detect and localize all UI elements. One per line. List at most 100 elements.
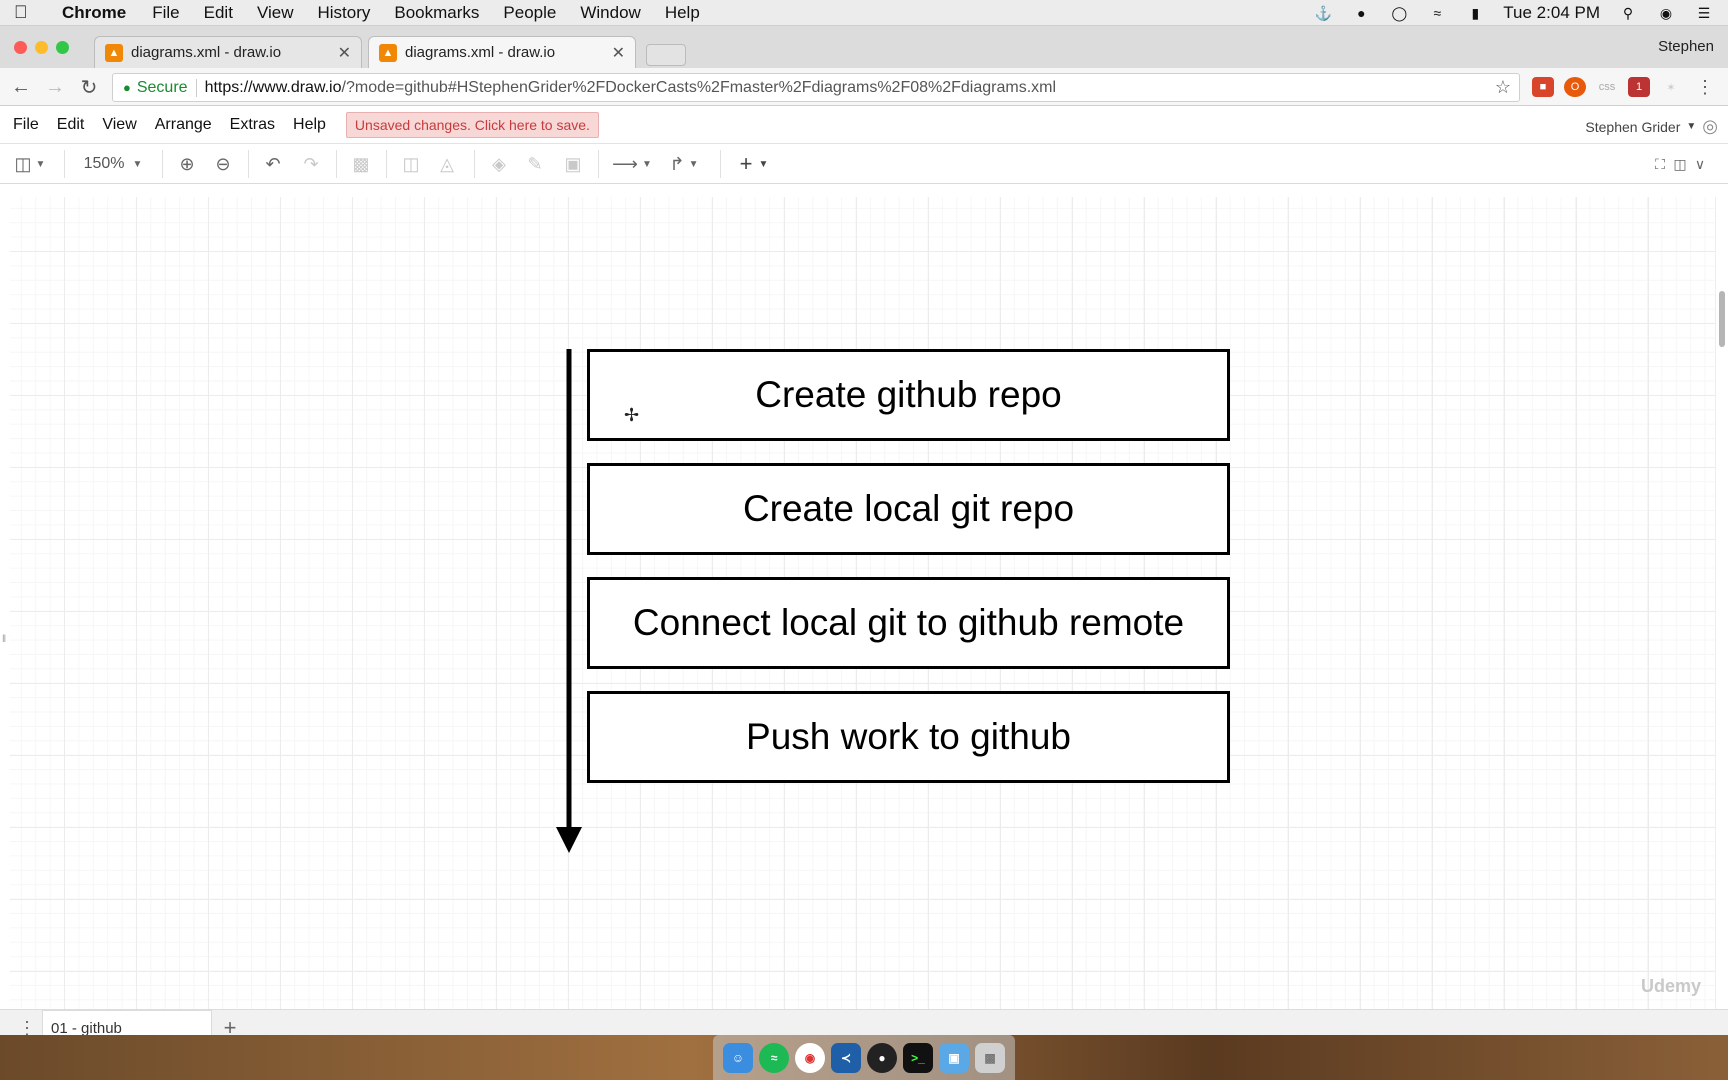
zoom-out-icon[interactable]: ⊖ [215,153,231,174]
chrome-menu-icon[interactable]: ⋮ [1696,76,1714,97]
toolbar-divider [64,150,65,178]
docker-icon[interactable]: ⚓ [1314,4,1333,21]
to-front-icon[interactable]: ◫ [402,153,420,174]
page-tab[interactable]: 01 - github [42,1010,212,1035]
step-box-create-github-repo[interactable]: Create github repo [587,349,1230,441]
spotify-icon[interactable]: ≈ [759,1042,789,1073]
new-tab-button[interactable] [646,44,686,66]
mac-menu-people[interactable]: People [503,2,557,22]
step-box-create-local-git-repo[interactable]: Create local git repo [587,463,1230,555]
format-panel-toggle-icon[interactable]: ◫▼ [14,153,46,174]
ublock-extension-icon[interactable]: 1 [1628,77,1650,97]
siri-icon[interactable]: ◉ [1659,4,1673,21]
zoom-level: 150% [83,155,125,172]
mac-menu-edit[interactable]: Edit [203,2,233,22]
clock[interactable]: Tue 2:04 PM [1503,3,1600,22]
close-tab-icon[interactable]: ✕ [611,44,625,62]
css-extension-icon[interactable]: css [1598,81,1616,93]
terminal-icon[interactable]: >_ [903,1042,933,1073]
globe-icon[interactable]: ◎ [1702,116,1718,136]
feather-extension-icon[interactable]: ✶ [1666,81,1676,94]
opera-extension-icon[interactable]: O [1564,77,1586,97]
fill-color-icon[interactable]: ◈ [492,153,506,174]
back-arrow-icon[interactable]: ← [11,75,31,98]
drawio-menu-help[interactable]: Help [293,115,326,133]
reload-icon[interactable]: ↻ [80,76,98,99]
toolbar-divider [598,150,599,178]
tab-title: diagrams.xml - draw.io [131,44,282,61]
finder-icon[interactable]: ☺ [723,1042,753,1073]
glasses-icon[interactable]: ◯ [1391,4,1408,21]
diagram-canvas[interactable]: Create github repo Create local git repo… [10,197,1715,1009]
obs-icon[interactable]: ● [1357,5,1366,21]
minimize-window-button[interactable] [35,41,48,54]
mac-menu-window[interactable]: Window [580,2,641,22]
unsaved-changes-button[interactable]: Unsaved changes. Click here to save. [345,111,599,138]
to-back-icon[interactable]: ◬ [440,153,454,174]
vertical-scroll-thumb[interactable] [1719,291,1725,347]
insert-plus-icon[interactable]: +▼ [739,151,769,176]
line-color-icon[interactable]: ✎ [527,153,543,174]
waypoints-icon[interactable]: ↱▼ [669,153,699,174]
forward-arrow-icon[interactable]: → [45,75,65,98]
drawio-menubar: File Edit View Arrange Extras Help Unsav… [0,106,1728,144]
drawio-menu-arrange[interactable]: Arrange [154,115,212,133]
extension-icon[interactable]: ■ [1532,77,1554,97]
mac-app-name[interactable]: Chrome [62,2,127,22]
mac-menu-history[interactable]: History [317,2,371,22]
toolbar-divider [720,150,721,178]
mac-menu-view[interactable]: View [256,2,294,22]
mac-menu-bookmarks[interactable]: Bookmarks [394,2,480,22]
chevron-down-icon: ▼ [1686,121,1697,132]
drawio-menu-file[interactable]: File [13,115,39,133]
browser-tab-1[interactable]: ▲ diagrams.xml - draw.io ✕ [94,36,362,68]
drawio-menu-extras[interactable]: Extras [229,115,276,133]
page-tab-label: 01 - github [51,1019,122,1036]
drawio-menu-edit[interactable]: Edit [56,115,85,133]
fullscreen-icon[interactable]: ⛶ [1655,155,1665,172]
url-input[interactable]: ● Secure https://www.draw.io/?mode=githu… [112,73,1520,102]
apple-icon[interactable]:  [14,2,34,23]
browser-window: ▲ diagrams.xml - draw.io ✕ ▲ diagrams.xm… [0,26,1728,1035]
zoom-in-icon[interactable]: ⊕ [179,153,195,174]
bookmark-star-icon[interactable]: ☆ [1494,77,1511,97]
add-page-icon[interactable]: + [223,1015,237,1035]
mac-menu-file[interactable]: File [152,2,180,22]
shadow-icon[interactable]: ▣ [564,153,582,174]
drawio-toolbar: ◫▼ 150%▼ ⊕ ⊖ ↶ ↷ ▩ ◫ ◬ ◈ ✎ ▣ ⟶▼ ↱▼ +▼ ⛶ … [0,144,1728,184]
trash-icon[interactable]: ▩ [975,1042,1005,1073]
step-box-push-work[interactable]: Push work to github [587,691,1230,783]
mac-menu-help[interactable]: Help [664,2,700,22]
battery-icon[interactable]: ▮ [1471,4,1480,21]
browser-tab-2[interactable]: ▲ diagrams.xml - draw.io ✕ [368,36,636,68]
obs-dock-icon[interactable]: ● [867,1042,897,1073]
vscode-icon[interactable]: ≺ [831,1042,861,1073]
user-menu[interactable]: Stephen Grider ▼ ◎ [1585,116,1718,137]
url-path: /?mode=github#HStephenGrider%2FDockerCas… [341,78,1057,96]
drawio-menu-view[interactable]: View [102,115,137,133]
folder-icon[interactable]: ▣ [939,1042,969,1073]
toolbar-divider [474,150,475,178]
spotlight-search-icon[interactable]: ⚲ [1622,4,1634,21]
step-box-connect-remote[interactable]: Connect local git to github remote [587,577,1230,669]
collapse-icon[interactable]: ∨ [1694,155,1706,172]
vertical-scrollbar[interactable] [1715,197,1728,1009]
chrome-icon[interactable]: ◉ [795,1042,825,1073]
format-panel-icon[interactable]: ◫ [1673,155,1687,172]
drawio-favicon-icon: ▲ [105,43,123,62]
zoom-window-button[interactable] [56,41,69,54]
wifi-icon[interactable]: ≈ [1433,5,1442,21]
zoom-dropdown[interactable]: 150%▼ [83,155,143,172]
delete-icon[interactable]: ▩ [352,153,370,174]
pages-menu-icon[interactable]: ⋮ [18,1017,36,1036]
connection-style-icon[interactable]: ⟶▼ [612,153,652,174]
profile-name[interactable]: Stephen [1658,38,1714,55]
notification-center-icon[interactable]: ☰ [1697,4,1711,21]
redo-icon[interactable]: ↷ [303,153,319,174]
close-window-button[interactable] [14,41,27,54]
close-tab-icon[interactable]: ✕ [337,44,351,62]
status-tray: ⚓ ● ◯ ≈ ▮ Tue 2:04 PM ⚲ ◉ ☰ [1313,0,1714,26]
sidebar-grip-icon[interactable]: ‖ [2,634,7,645]
secure-label: Secure [136,78,188,96]
undo-icon[interactable]: ↶ [265,153,281,174]
